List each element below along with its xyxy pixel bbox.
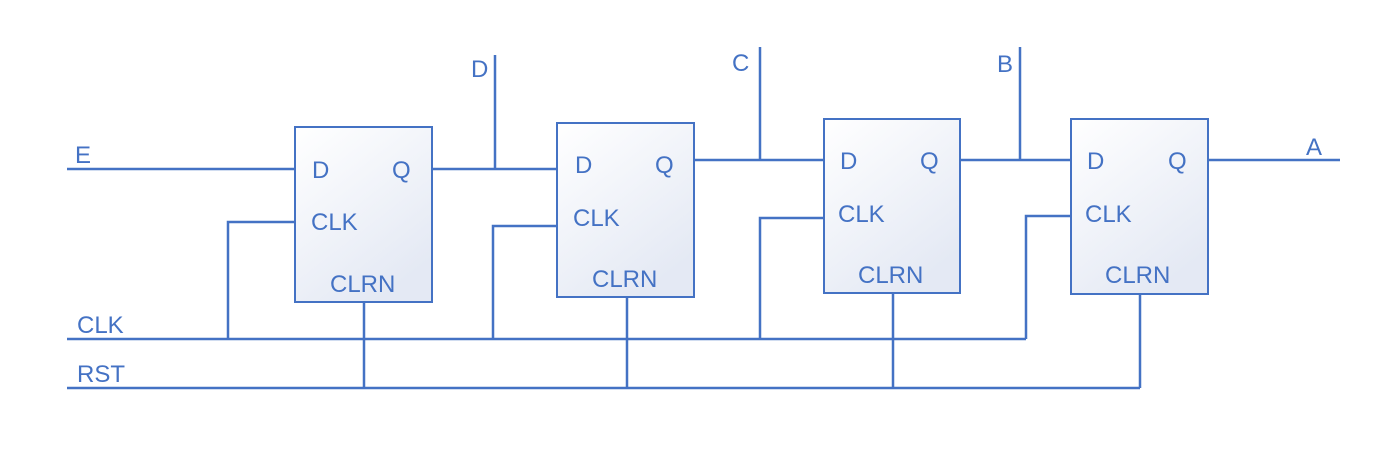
ff2-q-pin: Q [655,152,674,179]
clk-branch-ff2 [491,224,557,339]
clk-branch-ff4 [1024,214,1071,339]
flip-flop-2: D Q CLK CLRN [556,122,695,298]
ff4-clk-pin: CLK [1085,201,1132,228]
ff3-q-pin: Q [920,148,939,175]
ff4-q-pin: Q [1168,148,1187,175]
ff2-clrn-pin: CLRN [592,266,657,293]
ff1-clk-pin: CLK [311,209,358,236]
ff2-d-pin: D [575,152,592,179]
flip-flop-3-body [823,118,961,294]
flip-flop-4-body [1070,118,1209,295]
ff4-d-pin: D [1087,148,1104,175]
clk-branch-ff3 [758,216,824,339]
flip-flop-4: D Q CLK CLRN [1070,118,1209,295]
ff2-clk-pin: CLK [573,205,620,232]
ff1-clrn-pin: CLRN [330,271,395,298]
flip-flop-3: D Q CLK CLRN [823,118,961,294]
output-d-label: D [471,56,488,83]
ff4-clrn-pin: CLRN [1105,262,1170,289]
flip-flop-1-body [294,126,433,303]
output-a-label: A [1306,134,1322,161]
rst-bus-label: RST [77,361,125,388]
output-b-label: B [997,51,1013,78]
ff3-clk-pin: CLK [838,201,885,228]
clk-bus-label: CLK [77,312,124,339]
ff3-d-pin: D [840,148,857,175]
ff1-d-pin: D [312,157,329,184]
flip-flop-2-body [556,122,695,298]
clk-branch-ff1 [226,220,295,339]
input-e-label: E [75,142,91,169]
flip-flop-1: D Q CLK CLRN [294,126,433,303]
output-c-label: C [732,50,749,77]
ff3-clrn-pin: CLRN [858,262,923,289]
ff1-q-pin: Q [392,157,411,184]
